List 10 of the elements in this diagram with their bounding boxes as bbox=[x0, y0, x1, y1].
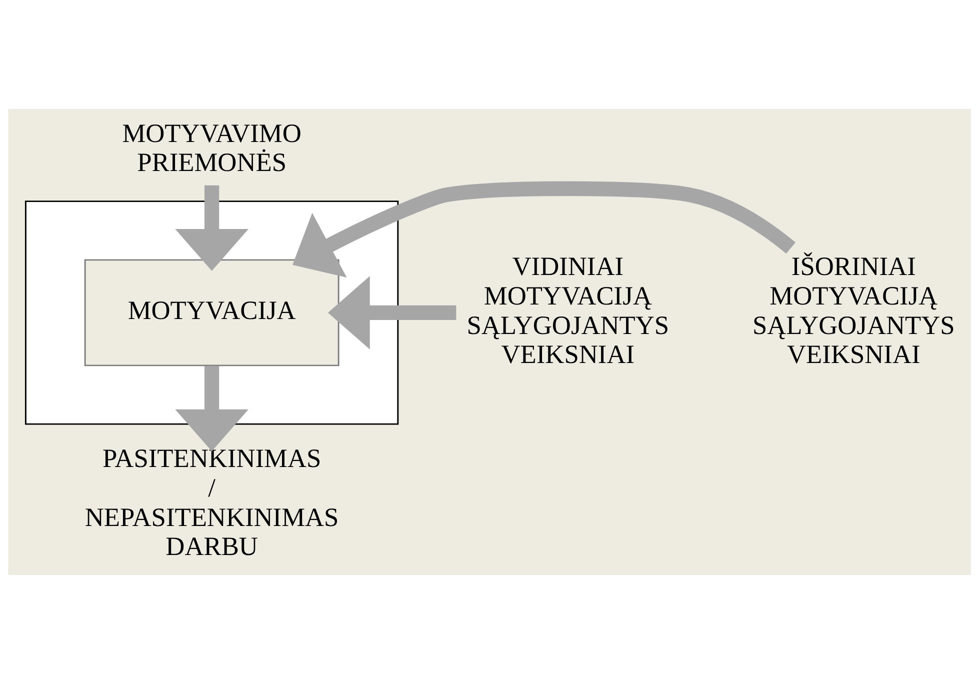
node-text: IŠORINIAI MOTYVACIJĄ SĄLYGOJANTYS VEIKSNIAI bbox=[752, 252, 955, 370]
arrow bbox=[175, 366, 248, 452]
node-box: MOTYVACIJA bbox=[84, 259, 340, 366]
arrow bbox=[175, 185, 248, 271]
arrow bbox=[292, 181, 796, 278]
node-text: VIDINIAI MOTYVACIJĄ SĄLYGOJANTYS VEIKSNIAI bbox=[466, 252, 670, 370]
node-text: MOTYVAVIMO PRIEMONĖS bbox=[122, 118, 302, 178]
node-text: PASITENKINIMAS / NEPASITENKINIMAS DARBU bbox=[84, 444, 339, 562]
arrow bbox=[328, 276, 456, 350]
cluster bbox=[24, 200, 399, 425]
